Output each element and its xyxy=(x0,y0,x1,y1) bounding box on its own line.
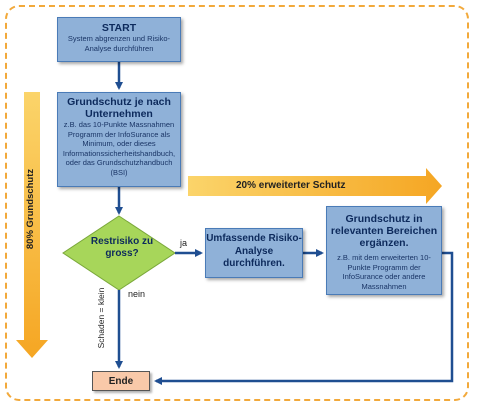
risk-analysis-title: Umfassende Risiko-Analyse durchführen. xyxy=(206,233,302,269)
arrow-extended-to-end xyxy=(154,251,454,385)
grundschutz-title: Grundschutz je nach Unternehmen xyxy=(67,96,171,120)
decision-text: Restrisiko zu gross? xyxy=(90,236,154,259)
extended-share-arrow xyxy=(188,168,442,204)
grundschutz-box: Grundschutz je nach Unternehmen z.B. das… xyxy=(57,92,181,187)
start-box: START System abgrenzen und Risiko-Analys… xyxy=(57,17,181,62)
damage-small-label: Schaden = klein xyxy=(96,287,106,349)
dashed-frame xyxy=(5,5,469,401)
extended-protection-subtitle: z.B. mit dem erweiterten 10-Punkte Progr… xyxy=(337,253,431,291)
start-subtitle: System abgrenzen und Risiko-Analyse durc… xyxy=(67,34,171,53)
yes-label: ja xyxy=(180,238,188,248)
end-box: Ende xyxy=(92,371,150,391)
start-title: START xyxy=(101,22,137,34)
extended-protection-title: Grundschutz in relevanten Bereichen ergä… xyxy=(330,213,438,249)
no-label: nein xyxy=(128,289,146,299)
extended-share-label: 20% erweiterter Schutz xyxy=(236,180,346,191)
extended-protection-box: Grundschutz in relevanten Bereichen ergä… xyxy=(326,206,442,295)
baseline-share-label: 80% Grundschutz xyxy=(25,168,36,250)
baseline-share-arrow xyxy=(16,92,48,358)
risk-analysis-box: Umfassende Risiko-Analyse durchführen. xyxy=(205,228,303,278)
grundschutz-subtitle: z.B. das 10-Punkte Massnahmen Programm d… xyxy=(62,120,176,177)
